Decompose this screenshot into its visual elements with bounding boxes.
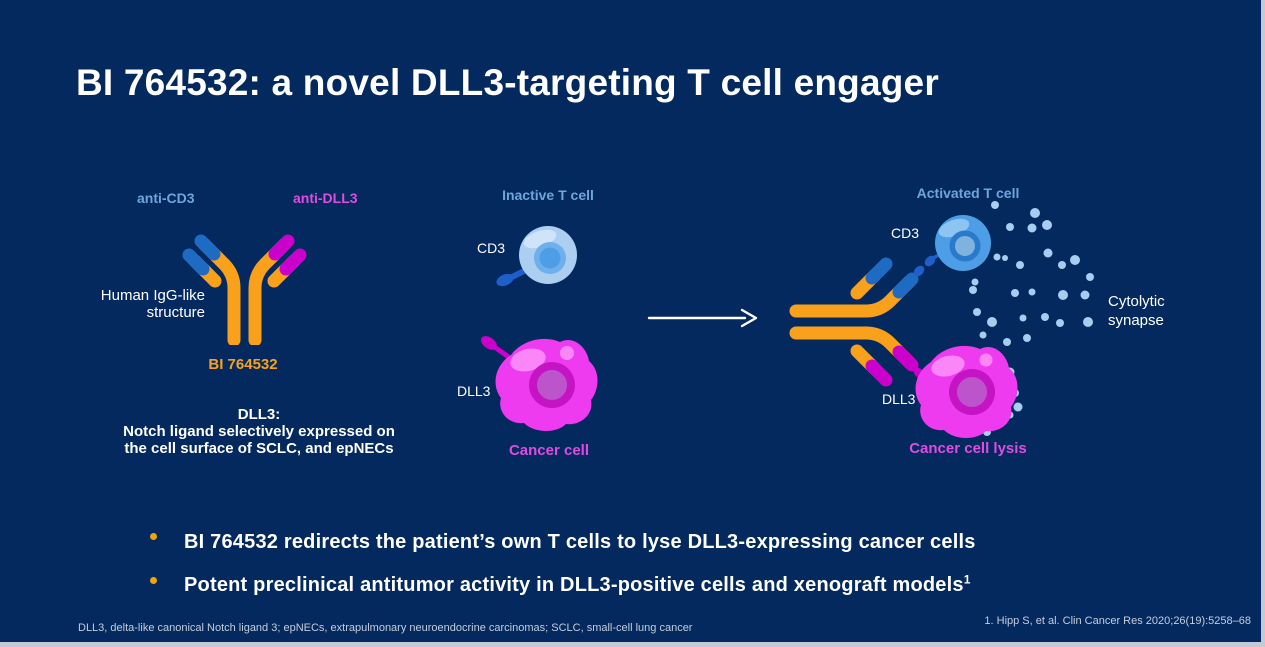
cancer-cell-icon xyxy=(480,336,598,432)
dll3-label-right: DLL3 xyxy=(882,391,916,407)
anti-dll3-cap-inner xyxy=(268,234,295,261)
bispecific-antibody-icon xyxy=(182,234,307,345)
cancer-cell-lysis-label: Cancer cell lysis xyxy=(909,440,1027,457)
bottom-edge-border xyxy=(0,642,1265,647)
cancer-cell-highlight xyxy=(510,348,546,372)
cancer-cell-highlight-dot xyxy=(560,346,574,360)
cancer-nucleus-core xyxy=(957,377,987,407)
bullet-text: BI 764532 redirects the patient’s own T … xyxy=(184,530,976,553)
bullet-item: Potent preclinical antitumor activity in… xyxy=(148,568,1128,599)
cancer-cell-label: Cancer cell xyxy=(508,442,590,459)
anti-dll3-label: anti-DLL3 xyxy=(293,190,358,206)
anti-dll3-cap-outer xyxy=(865,359,893,387)
bispecific-antibody-engaged-icon xyxy=(789,257,919,387)
antibody-stem-bottom xyxy=(789,326,917,370)
activated-t-cell-icon xyxy=(935,215,991,271)
bullet-item: BI 764532 redirects the patient’s own T … xyxy=(148,524,1128,555)
cancer-cell-highlight-dot xyxy=(979,353,993,367)
dll3-receptor-knob xyxy=(480,336,498,350)
activated-t-cell-heading: Activated T cell xyxy=(916,185,1020,201)
inactive-t-cell-icon xyxy=(496,226,577,287)
activated-complex-icon xyxy=(789,201,1094,439)
t-cell-nucleus-core xyxy=(955,236,975,256)
dll3-label-middle: DLL3 xyxy=(457,383,491,399)
cd3-label-right: CD3 xyxy=(891,225,920,241)
bullet-text: Potent preclinical antitumor activity in… xyxy=(184,572,971,597)
cd3-label-middle: CD3 xyxy=(477,240,506,256)
anti-cd3-cap-outer xyxy=(182,248,210,276)
footnote: DLL3, delta-like canonical Notch ligand … xyxy=(78,622,693,634)
anti-cd3-cap-inner xyxy=(194,234,221,261)
anti-cd3-label: anti-CD3 xyxy=(137,190,195,206)
dll3-note: DLL3: Notch ligand selectively expressed… xyxy=(123,406,395,457)
igg-structure-label: Human IgG-like structure xyxy=(100,287,205,321)
bullet-dot-icon xyxy=(150,576,157,584)
cytolytic-synapse-label: Cytolytic synapse xyxy=(1108,293,1165,329)
cd3-receptor-knob xyxy=(496,273,514,287)
cancer-nucleus-core xyxy=(537,370,567,400)
right-edge-border xyxy=(1261,0,1265,647)
cancer-cell-highlight xyxy=(931,355,965,377)
anti-dll3-cap-inner xyxy=(892,345,919,372)
cancer-cell-lysis-icon xyxy=(915,345,1018,439)
bullet-dot-icon xyxy=(150,533,157,540)
reference: 1. Hipp S, et al. Clin Cancer Res 2020;2… xyxy=(984,615,1251,627)
anti-dll3-cap-outer xyxy=(279,248,307,276)
anti-cd3-cap-outer xyxy=(865,257,893,285)
antibody-stem-left xyxy=(197,237,241,345)
anti-cd3-cap-inner xyxy=(892,272,919,299)
inactive-t-cell-heading: Inactive T cell xyxy=(502,187,594,203)
drug-name-label: BI 764532 xyxy=(208,356,278,373)
dll3-receptor xyxy=(493,345,513,361)
slide-title: BI 764532: a novel DLL3-targeting T cell… xyxy=(76,62,939,103)
t-cell-nucleus-core xyxy=(539,247,561,269)
antibody-stem-top xyxy=(789,274,917,318)
transition-arrow-icon xyxy=(647,308,758,328)
antibody-stem-right xyxy=(248,237,292,345)
bullet-list: BI 764532 redirects the patient’s own T … xyxy=(148,524,1128,611)
